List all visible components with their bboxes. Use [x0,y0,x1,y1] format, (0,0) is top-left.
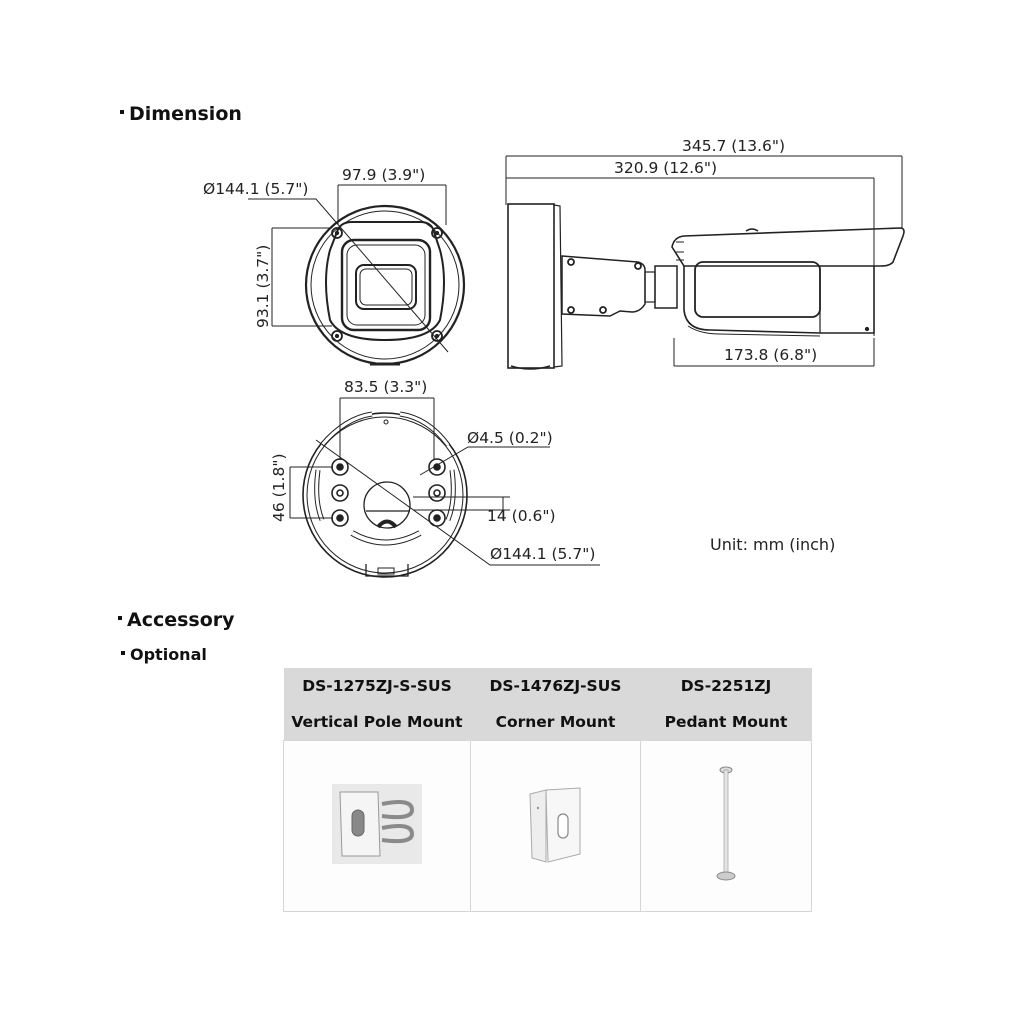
bullet-icon [121,650,125,655]
accessory-name: Corner Mount [495,713,616,731]
accessory-header-cell: DS-1476ZJ-SUS Corner Mount [470,668,641,741]
corner-mount-image [528,787,580,863]
total-length-label: 345.7 (13.6") [682,137,786,155]
accessory-header-cell: DS-2251ZJ Pedant Mount [640,668,812,741]
accessory-header-cell: DS-1275ZJ-S-SUS Vertical Pole Mount [283,668,471,741]
accessory-name: Pedant Mount [664,713,788,731]
side-view-drawing [505,155,905,370]
front-height-label: 93.1 (3.7") [254,244,272,328]
base-view-drawing [289,397,600,578]
accessory-image-cell [283,740,471,912]
dimension-title: Dimension [129,103,242,125]
hole-diameter-label: Ø4.5 (0.2") [467,429,553,447]
base-diameter-label: Ø144.1 (5.7") [490,545,596,563]
accessory-image-cell [470,740,641,912]
bullet-icon [118,615,122,620]
hole-spacing-h-label: 83.5 (3.3") [344,378,428,396]
offset-label: 14 (0.6") [487,507,556,525]
length-to-mount-label: 320.9 (12.6") [614,159,718,177]
optional-heading: Optional [121,645,207,664]
hole-spacing-v-label: 46 (1.8") [270,453,288,522]
body-length-label: 173.8 (6.8") [724,346,818,364]
accessory-model: DS-1476ZJ-SUS [489,677,622,695]
accessory-title: Accessory [127,609,235,631]
accessory-table: DS-1275ZJ-S-SUS Vertical Pole Mount DS-1… [283,668,812,912]
accessory-image-cell [640,740,812,912]
dimension-heading: Dimension [120,103,242,125]
bullet-icon [120,109,124,114]
accessory-image-row [283,740,812,912]
front-width-label: 97.9 (3.9") [342,166,426,184]
pendant-mount-image [716,766,736,881]
accessory-header-row: DS-1275ZJ-S-SUS Vertical Pole Mount DS-1… [283,668,812,741]
accessory-name: Vertical Pole Mount [291,713,463,731]
front-view-drawing [248,184,466,366]
unit-note: Unit: mm (inch) [710,535,836,554]
front-diameter-label: Ø144.1 (5.7") [203,180,309,198]
pole-mount-image [332,784,422,864]
accessory-model: DS-1275ZJ-S-SUS [302,677,452,695]
accessory-model: DS-2251ZJ [680,677,772,695]
accessory-heading: Accessory [118,609,235,631]
dimension-drawing [248,155,905,578]
optional-title: Optional [130,645,207,664]
